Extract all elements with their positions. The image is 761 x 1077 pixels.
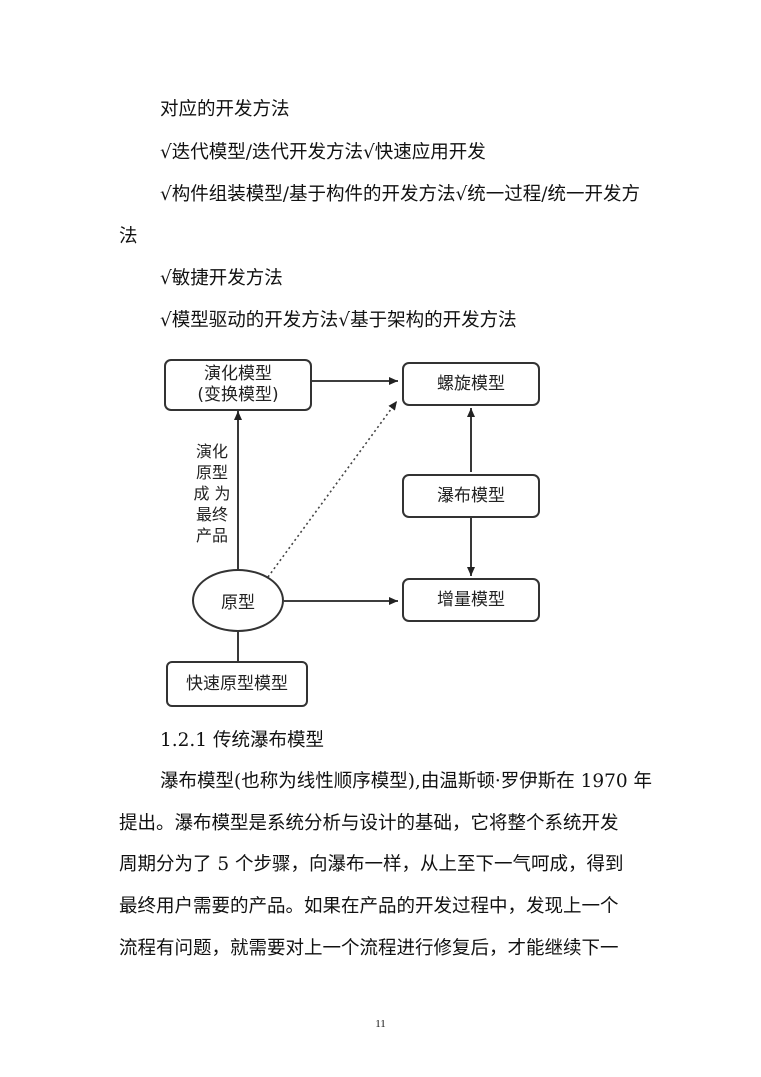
evolution-model-sublabel: (变换模型) (197, 385, 279, 405)
paragraph-line: √模型驱动的开发方法√基于架构的开发方法 (160, 310, 517, 331)
evolution-arrow-label-line: 原型 (195, 463, 228, 482)
page-number: 11 (375, 1018, 386, 1030)
body-line: 周期分为了 5 个步骤，向瀑布一样，从上至下一气呵成，得到 (119, 854, 624, 875)
waterfall-model-box: 瀑布模型 (402, 474, 540, 518)
paragraph-line: 对应的开发方法 (160, 99, 290, 120)
prototype-ellipse: 原型 (192, 569, 284, 632)
incremental-model-box: 增量模型 (402, 578, 540, 622)
section-heading: 1.2.1 传统瀑布模型 (160, 730, 324, 751)
paragraph-line: √敏捷开发方法 (160, 268, 283, 289)
evolution-model-label: 演化模型 (204, 364, 272, 384)
paragraph-line: 法 (119, 226, 138, 247)
paragraph-line: √构件组装模型/基于构件的开发方法√统一过程/统一开发方 (160, 184, 641, 205)
body-line: 瀑布模型(也称为线性顺序模型),由温斯顿·罗伊斯在 1970 年 (160, 771, 653, 792)
body-line: 流程有问题，就需要对上一个流程进行修复后，才能继续下一 (119, 938, 619, 959)
process-model-diagram: 演化模型 (变换模型) 螺旋模型 瀑布模型 增量模型 原型 快速原型模型 演化 … (160, 345, 570, 715)
waterfall-model-label: 瀑布模型 (437, 485, 505, 506)
evolution-model-box: 演化模型 (变换模型) (164, 359, 312, 411)
diagram-connectors (234, 377, 475, 661)
spiral-model-label: 螺旋模型 (437, 373, 505, 394)
evolution-arrow-label-line: 成 为 (193, 484, 231, 503)
evolution-arrow-label-line: 演化 (195, 442, 228, 461)
body-line: 提出。瀑布模型是系统分析与设计的基础，它将整个系统开发 (119, 813, 619, 834)
arrow-prototype-to-spiral-dotted (267, 400, 398, 578)
incremental-model-label: 增量模型 (437, 589, 505, 610)
spiral-model-box: 螺旋模型 (402, 362, 540, 406)
prototype-label: 原型 (221, 593, 255, 613)
evolution-arrow-label-line: 最终 (195, 505, 228, 524)
paragraph-line: √迭代模型/迭代开发方法√快速应用开发 (160, 142, 486, 163)
rapid-prototype-model-label: 快速原型模型 (186, 673, 288, 694)
rapid-prototype-model-box: 快速原型模型 (166, 661, 308, 707)
body-line: 最终用户需要的产品。如果在产品的开发过程中，发现上一个 (119, 896, 619, 917)
evolution-arrow-label-line: 产品 (195, 526, 228, 545)
evolution-arrow-label: 演化 原型 成 为 最终 产品 (192, 441, 232, 546)
